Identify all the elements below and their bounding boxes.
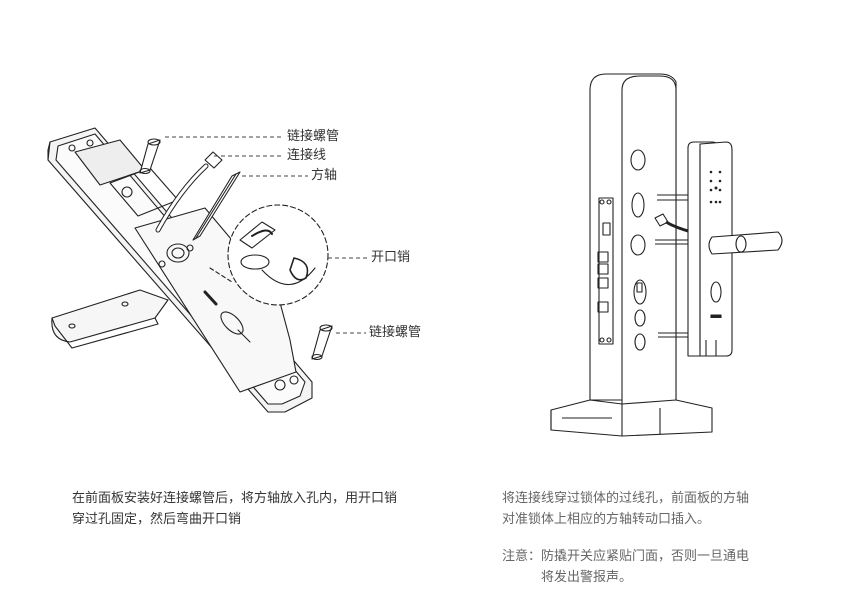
left-instruction-line: 穿过孔固定，然后弯曲开口销: [72, 512, 242, 527]
callout-square-shaft: 方轴: [311, 168, 338, 183]
spindles-shape: [655, 194, 692, 338]
split-pin-detail-shape: [209, 204, 329, 306]
front-panel-assembly-illustration: 链接螺管 连接线 方轴 开口销 链接螺管: [0, 0, 460, 470]
left-instruction-text: 在前面板安装好连接螺管后，将方轴放入孔内，用开口销 穿过孔固定，然后弯曲开口销: [72, 488, 452, 530]
note-line: 将发出警报声。: [541, 570, 633, 585]
callout-cable: 连接线: [287, 148, 327, 163]
handle-lever-shape: [51, 289, 169, 349]
door-mount-drawing: [550, 73, 783, 437]
right-instruction-line: 对准锁体上相应的方轴转动口插入。: [502, 512, 711, 527]
front-panel-drawing: [47, 127, 368, 413]
screw-tube-top-shape: [139, 138, 161, 175]
callout-screw-tube-bottom: 链接螺管: [369, 325, 422, 340]
cable-shape: [155, 151, 223, 233]
screw-tube-bottom-shape: [311, 324, 333, 361]
right-instruction-text: 将连接线穿过锁体的过线孔，前面板的方轴 对准锁体上相应的方轴转动口插入。 注意：…: [502, 488, 802, 588]
left-instruction-line: 在前面板安装好连接螺管后，将方轴放入孔内，用开口销: [72, 491, 398, 506]
square-shaft-shape: [192, 171, 241, 241]
warning-note: 注意： 防撬开关应紧贴门面，否则一旦通电 将发出警报声。: [502, 546, 802, 588]
door-mount-illustration: [520, 0, 860, 470]
callout-split-pin: 开口销: [371, 250, 411, 265]
front-panel-shape: [47, 127, 313, 413]
keypad-dots: [709, 170, 722, 204]
right-instruction-line: 将连接线穿过锁体的过线孔，前面板的方轴: [502, 491, 750, 506]
callout-screw-tube-top: 链接螺管: [287, 129, 340, 144]
door-block-shape: [550, 73, 713, 437]
lock-body-shape: [597, 197, 614, 345]
note-label: 注意：: [502, 549, 542, 564]
note-line: 防撬开关应紧贴门面，否则一旦通电: [541, 549, 750, 564]
handle-shape: [708, 231, 783, 255]
note-body: 防撬开关应紧贴门面，否则一旦通电 将发出警报声。: [541, 546, 749, 588]
